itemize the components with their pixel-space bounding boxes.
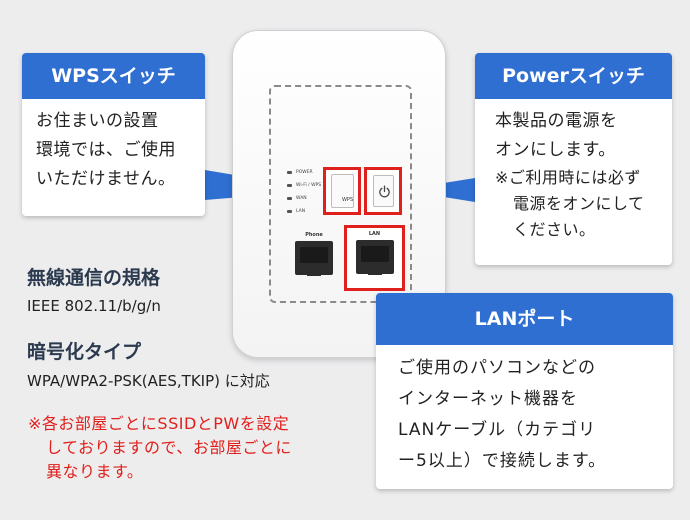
phone-jack-icon xyxy=(295,241,333,276)
power-switch-highlight xyxy=(364,167,402,215)
led-lan: LAN xyxy=(287,209,305,214)
power-note-line: 電源をオンにして xyxy=(513,194,645,213)
warning-line: 異なります。 xyxy=(46,462,144,481)
led-label: LAN xyxy=(296,209,306,214)
led-indicator xyxy=(287,171,292,174)
power-button[interactable] xyxy=(373,175,394,207)
lan-jack-icon[interactable] xyxy=(355,240,394,275)
led-wan: WAN xyxy=(287,196,307,201)
wps-button-label: WPS xyxy=(342,197,354,203)
wps-callout-line: いただけません。 xyxy=(36,169,176,189)
wireless-standard-title: 無線通信の規格 xyxy=(27,267,161,289)
lan-callout-line: ー5以上）で接続します。 xyxy=(398,451,607,471)
lan-callout-line: LANケーブル（カテゴリ xyxy=(398,420,597,440)
lan-callout-title: LANポート xyxy=(376,293,673,345)
power-callout-line: 本製品の電源を xyxy=(495,111,618,131)
power-callout-line: オンにします。 xyxy=(495,140,616,160)
wps-callout-line: お住まいの設置 xyxy=(36,111,159,131)
led-indicator xyxy=(287,184,292,187)
phone-port-label: Phone xyxy=(305,232,323,238)
wps-callout-line: 環境では、ご使用 xyxy=(36,140,176,160)
warning-line: ※各お部屋ごとにSSIDとPWを設定 xyxy=(28,414,290,433)
phone-port: Phone xyxy=(291,232,337,282)
power-callout-body: 本製品の電源を オンにします。 ※ご利用時には必ず 電源をオンにして ください。 xyxy=(475,99,672,243)
lan-callout-body: ご使用のパソコンなどの インターネット機器を LANケーブル（カテゴリ ー5以上… xyxy=(376,345,673,477)
wps-button[interactable]: WPS xyxy=(331,174,354,208)
power-callout: Powerスイッチ 本製品の電源を オンにします。 ※ご利用時には必ず 電源をオ… xyxy=(475,53,672,265)
lan-callout: LANポート ご使用のパソコンなどの インターネット機器を LANケーブル（カテ… xyxy=(376,293,673,489)
wps-switch-highlight: WPS xyxy=(323,167,361,215)
lan-port-highlight: LAN xyxy=(344,225,405,291)
led-label: POWER xyxy=(296,170,313,175)
wps-callout-title: WPSスイッチ xyxy=(22,53,205,99)
wps-callout-body: お住まいの設置 環境では、ご使用 いただけません。 xyxy=(22,99,205,194)
led-label: WAN xyxy=(296,196,307,201)
warning-line: しておりますので、お部屋ごとに xyxy=(46,438,292,457)
power-note-line: ※ご利用時には必ず xyxy=(495,168,641,187)
plate-dashed-area xyxy=(269,85,412,303)
led-indicator xyxy=(287,197,292,200)
lan-port-label: LAN xyxy=(368,231,381,237)
ssid-warning: ※各お部屋ごとにSSIDとPWを設定 しておりますので、お部屋ごとに 異なります… xyxy=(28,412,292,484)
encryption-type-value: WPA/WPA2-PSK(AES,TKIP) に対応 xyxy=(27,372,270,390)
led-indicator xyxy=(287,210,292,213)
led-wifi-wps: Wi-Fi / WPS xyxy=(287,183,321,188)
encryption-type-title: 暗号化タイプ xyxy=(27,341,142,363)
led-label: Wi-Fi / WPS xyxy=(296,183,322,188)
led-power: POWER xyxy=(287,170,313,175)
power-note-line: ください。 xyxy=(513,220,596,239)
lan-callout-line: ご使用のパソコンなどの xyxy=(398,358,596,378)
wps-callout: WPSスイッチ お住まいの設置 環境では、ご使用 いただけません。 xyxy=(22,53,205,216)
power-callout-note: ※ご利用時には必ず 電源をオンにして ください。 xyxy=(495,165,672,243)
wireless-standard-value: IEEE 802.11/b/g/n xyxy=(27,297,161,315)
power-callout-title: Powerスイッチ xyxy=(475,53,672,99)
lan-callout-line: インターネット機器を xyxy=(398,389,578,409)
power-icon xyxy=(379,185,390,198)
